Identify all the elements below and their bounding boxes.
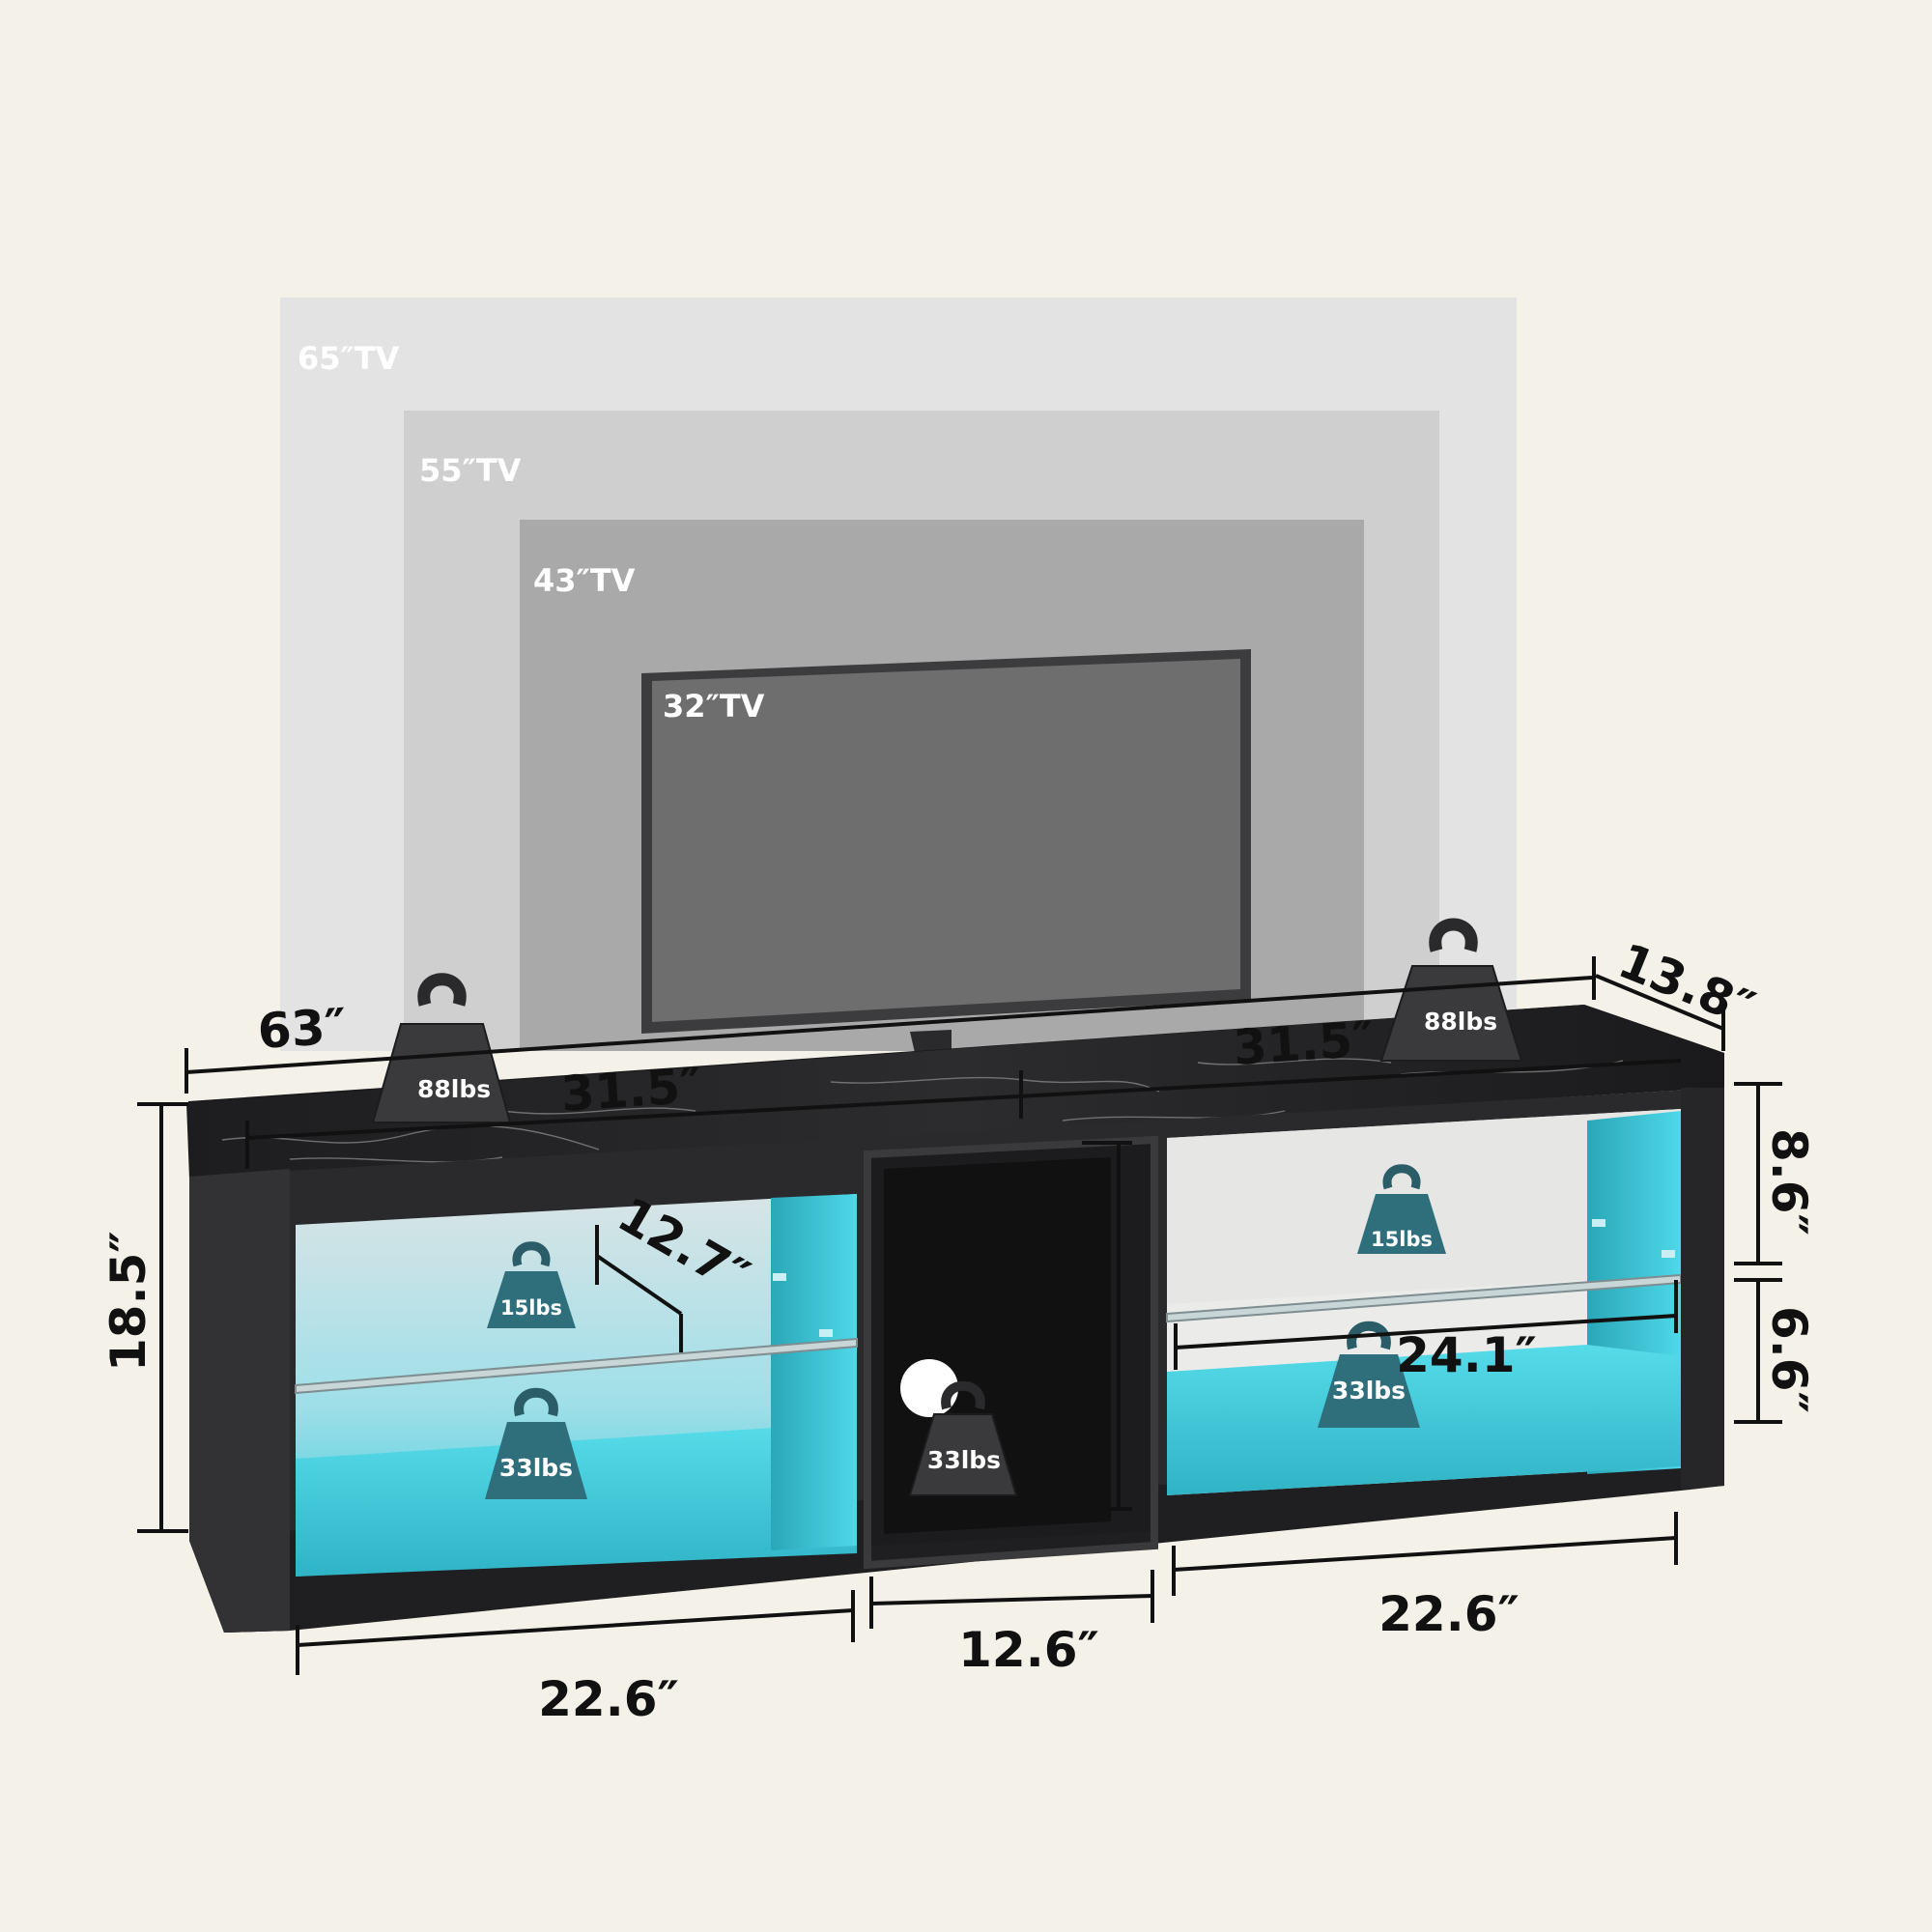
half-width-right-label: 31.5″ (1232, 1010, 1376, 1076)
shelf-clip (773, 1273, 786, 1281)
dimension-lines (137, 956, 1782, 1675)
center-compartment (864, 1135, 1158, 1570)
side-lower-height-label: 6.6″ (1761, 1306, 1817, 1413)
weight-label-center-bottom: 33lbs (927, 1446, 1001, 1474)
cabinet-plinth (189, 1457, 1690, 1633)
shelf-clip (1592, 1219, 1605, 1227)
left-glass-shelf (295, 1337, 858, 1395)
right-shelf-width-label: 24.1″ (1396, 1327, 1537, 1383)
depth-label: 13.8″ (1611, 932, 1763, 1037)
center-height-label: 15.9″ (1045, 1240, 1101, 1381)
left-side-led (771, 1194, 857, 1550)
half-width-left-label: 31.5″ (559, 1057, 703, 1122)
tv-55-label: 55″TV (419, 452, 522, 489)
weight-label-left-bottom: 33lbs (499, 1454, 573, 1482)
weight-icon-left-glass: 15lbs (487, 1241, 576, 1328)
weight-label-top-left: 88lbs (417, 1075, 491, 1103)
right-lower-led (1167, 1345, 1681, 1495)
weight-icon-right-glass: 15lbs (1357, 1164, 1446, 1254)
total-width-label: 63″ (256, 998, 349, 1060)
weight-icon-right-bottom: 33lbs (1318, 1321, 1420, 1428)
left-compartment (295, 1194, 858, 1577)
tv-32-label: 32″TV (663, 688, 765, 724)
right-compartment (1166, 1109, 1682, 1495)
left-compartment-width-label: 22.6″ (538, 1671, 679, 1727)
side-upper-height-label: 8.6″ (1761, 1128, 1817, 1236)
shelf-clip (1662, 1250, 1675, 1258)
center-compartment-width-label: 12.6″ (958, 1622, 1099, 1678)
weight-icon-center-bottom: 33lbs (908, 1380, 1018, 1496)
tv-43-label: 43″TV (533, 562, 636, 599)
shelf-clip (819, 1329, 833, 1337)
weight-label-left-glass: 15lbs (500, 1296, 562, 1320)
right-side-panel (1681, 1088, 1724, 1490)
weight-label-right-bottom: 33lbs (1332, 1377, 1406, 1405)
left-floor-led (296, 1428, 857, 1577)
right-compartment-width-label: 22.6″ (1378, 1586, 1520, 1642)
weight-icon-left-bottom: 33lbs (485, 1387, 587, 1499)
tv-65-label: 65″TV (298, 340, 400, 377)
left-side-panel (189, 1169, 290, 1633)
height-label: 18.5″ (100, 1231, 156, 1372)
weight-label-right-glass: 15lbs (1371, 1228, 1433, 1251)
weight-label-top-right: 88lbs (1424, 1008, 1497, 1036)
marble-countertop (186, 1005, 1724, 1179)
